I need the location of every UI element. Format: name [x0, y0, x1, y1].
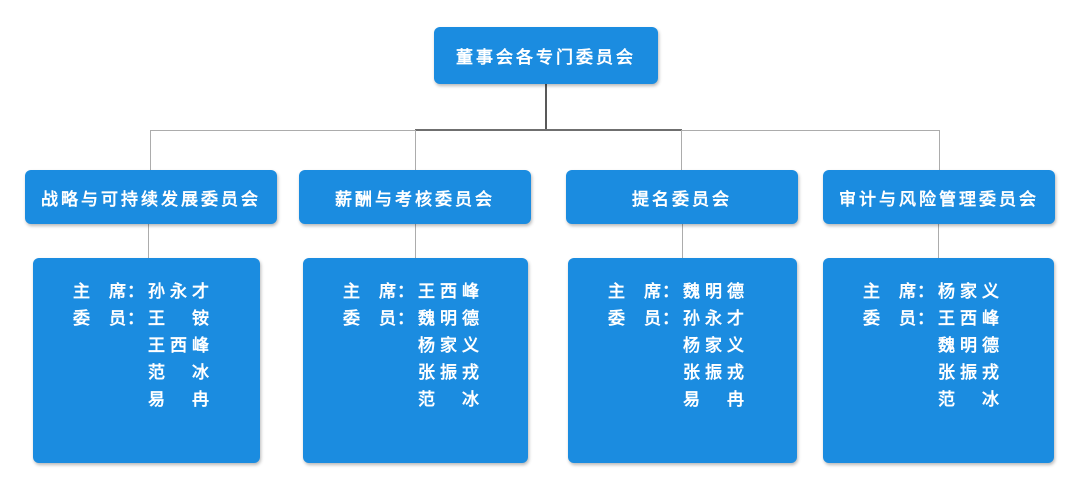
connector-drop-committee-4 [939, 130, 940, 170]
member-name: 张振戎 [418, 363, 484, 382]
member-name: 王西峰 [938, 309, 1004, 328]
member-line: 张振戎 [608, 359, 787, 386]
member-name: 魏明德 [938, 336, 1004, 355]
member-line: 魏明德 [863, 332, 1044, 359]
member-name: 张振戎 [938, 363, 1004, 382]
chair-label: 主 席： [343, 282, 415, 301]
member-line: 张振戎 [863, 359, 1044, 386]
chair-label: 主 席： [863, 282, 935, 301]
committee-node-strategy: 战略与可持续发展委员会 [25, 170, 277, 224]
committee-node-label: 薪酬与考核委员会 [335, 189, 495, 209]
member-name: 范 冰 [148, 363, 214, 382]
root-node-title: 董事会各专门委员会 [456, 48, 636, 67]
member-line: 范 冰 [863, 386, 1044, 413]
chair-line: 主 席： 孙永才 [73, 278, 250, 305]
committee-node-label: 战略与可持续发展委员会 [41, 189, 261, 209]
member-name: 易 冉 [683, 390, 749, 409]
committee-node-label: 审计与风险管理委员会 [839, 189, 1039, 209]
member-line: 杨家义 [608, 332, 787, 359]
member-name: 范 冰 [418, 390, 484, 409]
member-name: 孙永才 [683, 309, 749, 328]
member-name: 杨家义 [683, 336, 749, 355]
member-name: 王 铵 [148, 309, 214, 328]
chair-name: 杨家义 [938, 282, 1004, 301]
connector-committee-2-to-members [415, 224, 416, 258]
chair-line: 主 席： 王西峰 [343, 278, 518, 305]
chair-name: 王西峰 [418, 282, 484, 301]
members-box-nomination: 主 席： 魏明德 委 员： 孙永才 杨家义 张振戎 易 冉 [568, 258, 797, 463]
members-box-remuneration: 主 席： 王西峰 委 员： 魏明德 杨家义 张振戎 范 冰 [303, 258, 528, 463]
committee-node-label: 提名委员会 [632, 189, 732, 209]
root-node-board-committees: 董事会各专门委员会 [434, 27, 658, 84]
chair-line: 主 席： 杨家义 [863, 278, 1044, 305]
member-name: 张振戎 [683, 363, 749, 382]
members-label: 委 员： [73, 309, 145, 328]
members-label: 委 员： [608, 309, 680, 328]
chair-name: 魏明德 [683, 282, 749, 301]
members-box-audit-risk: 主 席： 杨家义 委 员： 王西峰 魏明德 张振戎 范 冰 [823, 258, 1054, 463]
member-line: 范 冰 [73, 359, 250, 386]
member-name: 范 冰 [938, 390, 1004, 409]
connector-committee-1-to-members [148, 224, 149, 258]
member-line: 易 冉 [73, 386, 250, 413]
connector-horizontal-center-segment [415, 129, 682, 131]
member-name: 魏明德 [418, 309, 484, 328]
chair-label: 主 席： [608, 282, 680, 301]
chair-line: 主 席： 魏明德 [608, 278, 787, 305]
connector-committee-4-to-members [938, 224, 939, 258]
member-line: 委 员： 魏明德 [343, 305, 518, 332]
member-name: 王西峰 [148, 336, 214, 355]
members-box-strategy: 主 席： 孙永才 委 员： 王 铵 王西峰 范 冰 易 冉 [33, 258, 260, 463]
committee-node-remuneration: 薪酬与考核委员会 [299, 170, 531, 224]
connector-drop-committee-2 [415, 130, 416, 170]
chair-label: 主 席： [73, 282, 145, 301]
member-line: 委 员： 王 铵 [73, 305, 250, 332]
member-line: 张振戎 [343, 359, 518, 386]
members-label: 委 员： [343, 309, 415, 328]
connector-committee-3-to-members [682, 224, 683, 258]
committee-node-nomination: 提名委员会 [566, 170, 798, 224]
member-name: 易 冉 [148, 390, 214, 409]
member-line: 委 员： 孙永才 [608, 305, 787, 332]
member-line: 委 员： 王西峰 [863, 305, 1044, 332]
committee-node-audit-risk: 审计与风险管理委员会 [823, 170, 1055, 224]
member-name: 杨家义 [418, 336, 484, 355]
member-line: 易 冉 [608, 386, 787, 413]
member-line: 范 冰 [343, 386, 518, 413]
member-line: 杨家义 [343, 332, 518, 359]
chair-name: 孙永才 [148, 282, 214, 301]
connector-root-vertical [545, 84, 547, 130]
connector-drop-committee-3 [681, 130, 682, 170]
member-line: 王西峰 [73, 332, 250, 359]
members-label: 委 员： [863, 309, 935, 328]
connector-drop-committee-1 [150, 130, 151, 170]
